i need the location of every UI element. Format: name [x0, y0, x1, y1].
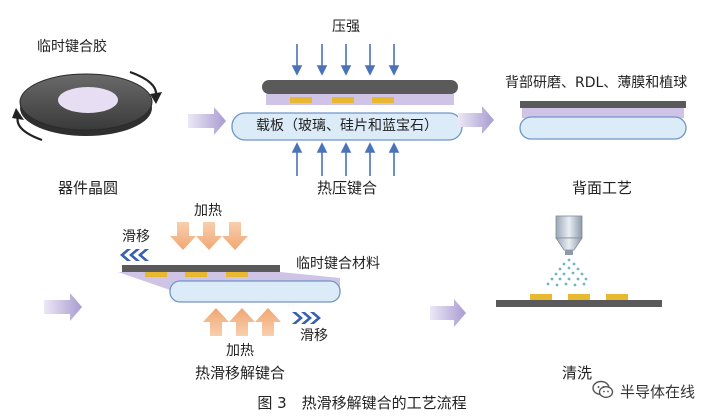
rotation-arrowhead-right-icon: [150, 92, 162, 104]
label-pressure: 压强: [332, 19, 360, 35]
label-heating-bottom: 加热: [226, 343, 254, 359]
debond-device-wafer: [122, 265, 280, 272]
flow-arrow-1-icon: [188, 107, 226, 135]
slide-right-chevrons-icon: [292, 312, 321, 324]
figure-caption: 图 3 热滑移解键合的工艺流程: [257, 394, 467, 412]
label-backside-process: 背面工艺: [571, 179, 633, 197]
label-thermal-slide-debond: 热滑移解键合: [194, 364, 286, 382]
backside-carrier: [519, 116, 687, 140]
watermark-text: 半导体在线: [620, 383, 696, 401]
label-slide-right: 滑移: [300, 328, 328, 344]
debond-bumps: [145, 272, 248, 277]
rotation-arrowhead-left-icon: [12, 108, 24, 120]
thinned-wafer: [520, 101, 686, 108]
bond-bumps: [290, 97, 394, 103]
debond-carrier: [169, 280, 341, 303]
label-temp-bond-material: 临时键合材料: [296, 256, 380, 272]
flow-arrow-4-icon: [430, 299, 466, 327]
heating-arrows-top: [170, 222, 248, 250]
bond-glue-layer: [266, 94, 454, 105]
label-backside-steps: 背部研磨、RDL、薄膜和植球: [505, 75, 688, 91]
label-cleaning: 清洗: [561, 364, 593, 382]
watermark: 半导体在线: [592, 377, 722, 403]
clean-wafer: [496, 300, 662, 307]
label-hot-press-bond: 热压键合: [316, 179, 378, 197]
clean-bumps: [530, 294, 628, 300]
label-heating-top: 加热: [194, 203, 222, 219]
label-device-wafer: 器件晶圆: [57, 179, 119, 197]
slide-left-chevrons-icon: [120, 249, 149, 261]
flow-arrow-3-icon: [44, 293, 82, 321]
heating-arrows-bottom: [203, 308, 281, 336]
label-temp-glue: 临时键合胶: [37, 39, 107, 55]
label-slide-left: 滑移: [122, 229, 150, 245]
flow-arrow-2-icon: [458, 106, 494, 134]
pressure-arrows-top: [291, 44, 400, 76]
label-carrier: 载板（玻璃、硅片和蓝宝石）: [256, 118, 438, 134]
wechat-icon: [592, 380, 614, 399]
spray-droplets-icon: [546, 258, 588, 287]
spray-nozzle-icon: [555, 215, 583, 255]
device-wafer-disc: [19, 73, 153, 136]
bonded-device-wafer: [262, 80, 458, 94]
thinned-glue-layer: [522, 108, 684, 118]
pressure-arrows-bottom: [291, 142, 400, 176]
